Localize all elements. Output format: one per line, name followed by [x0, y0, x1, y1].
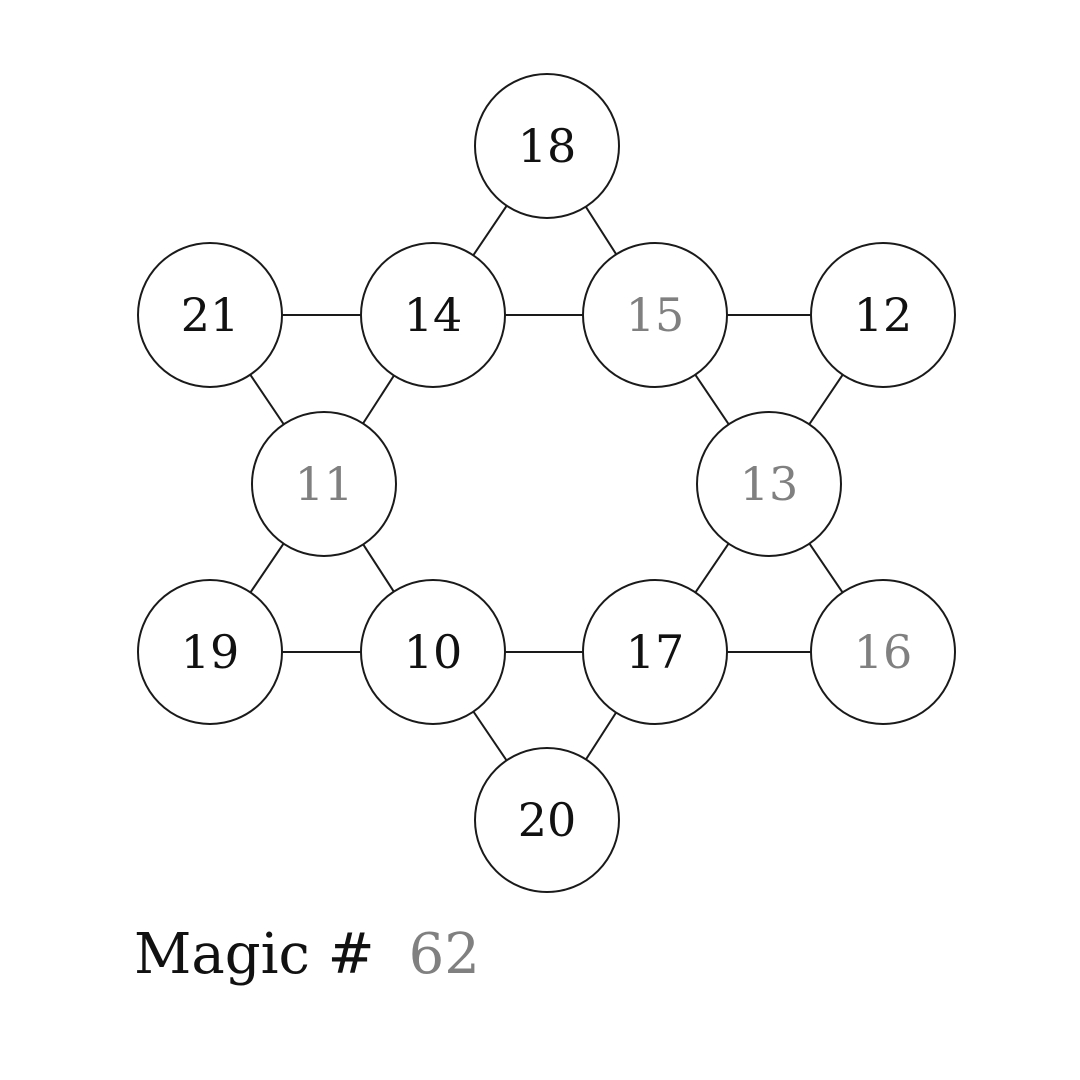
node-circle-bottom — [474, 747, 620, 893]
node-bottom: 20 — [474, 747, 620, 893]
node-lower-right-inner: 17 — [582, 579, 728, 725]
node-circle-upper-left-outer — [137, 242, 283, 388]
node-value-mid-right: 13 — [740, 457, 799, 511]
node-upper-left-outer: 21 — [137, 242, 283, 388]
node-lower-left-inner: 10 — [360, 579, 506, 725]
magic-number-value: 62 — [408, 922, 480, 987]
nodes-layer: 18 21 14 15 12 11 13 19 10 17 16 20 — [137, 73, 956, 893]
node-value-lower-left-inner: 10 — [404, 625, 463, 679]
node-lower-left-outer: 19 — [137, 579, 283, 725]
node-value-upper-left-outer: 21 — [181, 288, 240, 342]
node-circle-upper-left-inner — [360, 242, 506, 388]
node-circle-lower-right-outer — [810, 579, 956, 725]
node-lower-right-outer: 16 — [810, 579, 956, 725]
node-mid-left: 11 — [251, 411, 397, 557]
node-circle-mid-left — [251, 411, 397, 557]
node-circle-upper-right-inner — [582, 242, 728, 388]
node-circle-mid-right — [696, 411, 842, 557]
node-value-mid-left: 11 — [295, 457, 354, 511]
magic-number-label: Magic # — [134, 922, 375, 987]
node-circle-lower-right-inner — [582, 579, 728, 725]
magic-number-row: Magic # 62 — [134, 922, 480, 1002]
node-top: 18 — [474, 73, 620, 219]
node-mid-right: 13 — [696, 411, 842, 557]
node-value-bottom: 20 — [518, 793, 577, 847]
node-upper-right-inner: 15 — [582, 242, 728, 388]
node-value-top: 18 — [518, 119, 577, 173]
node-upper-right-outer: 12 — [810, 242, 956, 388]
node-circle-upper-right-outer — [810, 242, 956, 388]
node-value-upper-right-outer: 12 — [854, 288, 913, 342]
node-circle-top — [474, 73, 620, 219]
node-value-lower-right-inner: 17 — [626, 625, 685, 679]
node-value-lower-right-outer: 16 — [854, 625, 913, 679]
node-value-lower-left-outer: 19 — [181, 625, 240, 679]
node-value-upper-right-inner: 15 — [626, 288, 685, 342]
node-circle-lower-left-inner — [360, 579, 506, 725]
node-upper-left-inner: 14 — [360, 242, 506, 388]
node-value-upper-left-inner: 14 — [404, 288, 463, 342]
node-circle-lower-left-outer — [137, 579, 283, 725]
